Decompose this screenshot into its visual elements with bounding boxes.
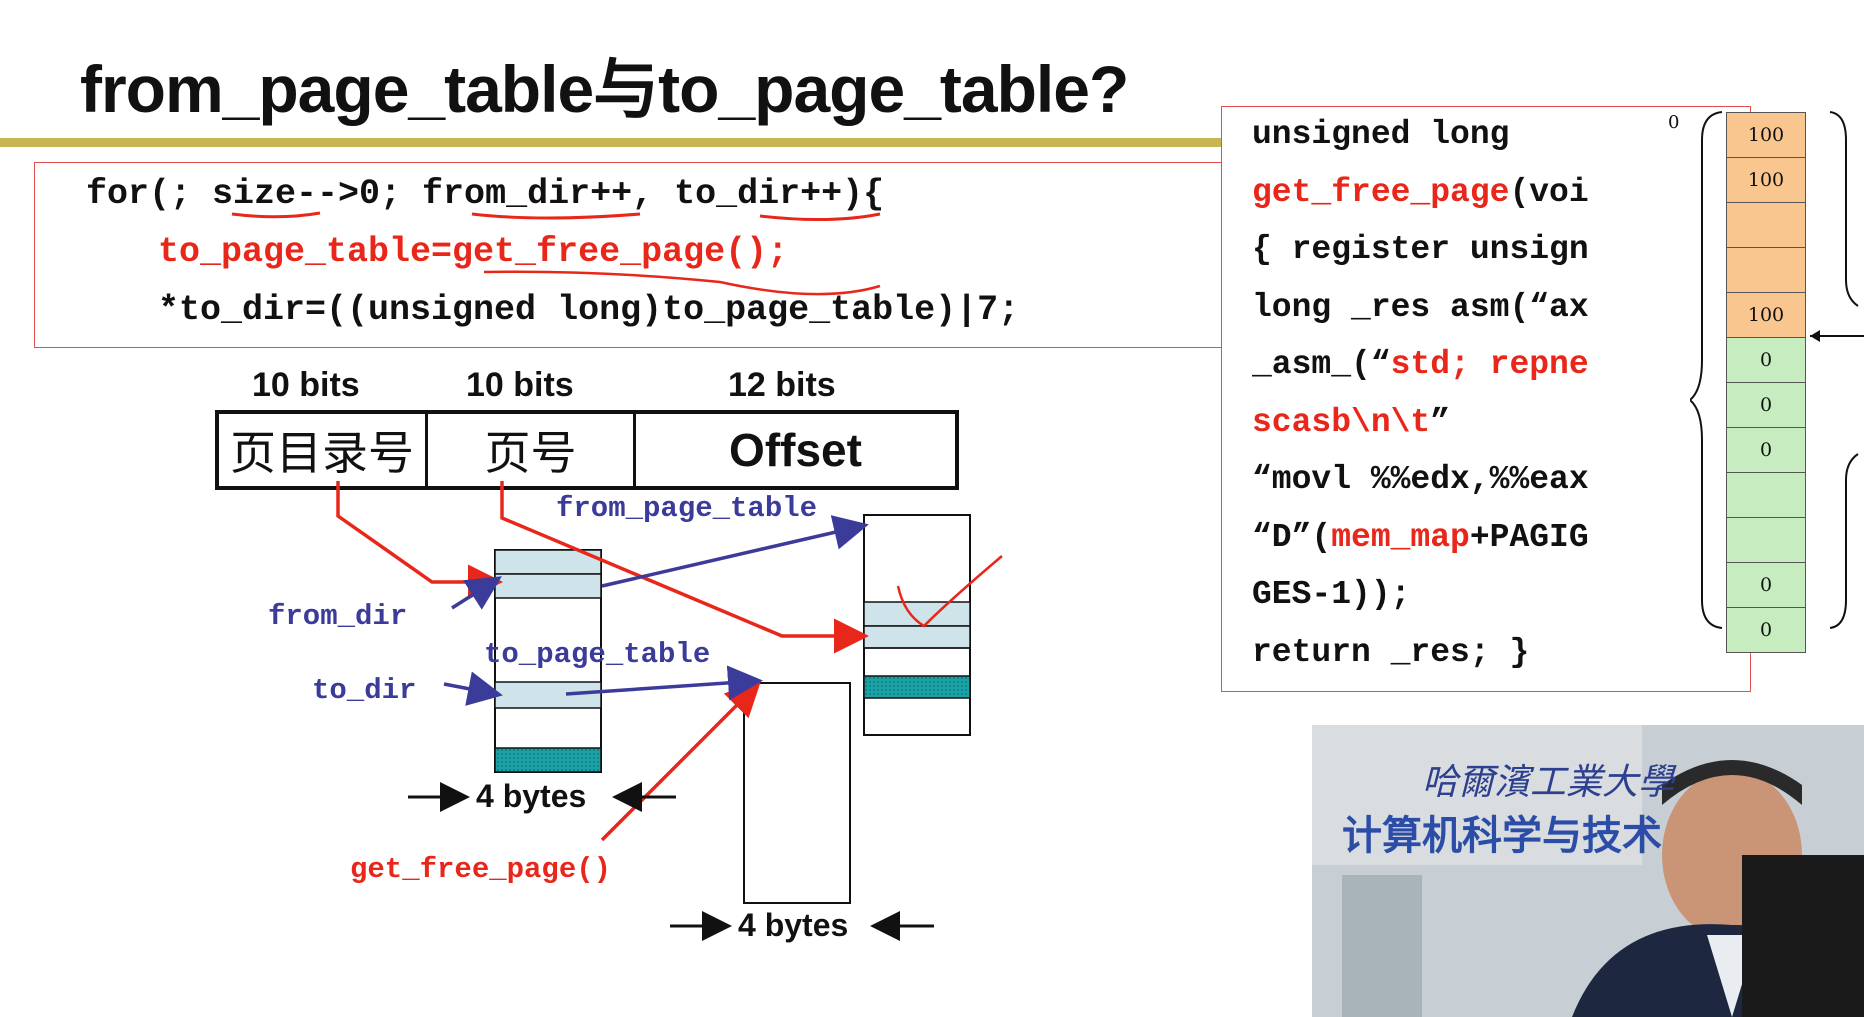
underline-from-dir	[471, 212, 641, 220]
gfp-code-token: mem_map	[1331, 518, 1470, 556]
gfp-code-line: _asm_(“std; repne	[1252, 346, 1664, 383]
gfp-code-line: scasb\n\t”	[1252, 404, 1664, 441]
mem-map-cell	[1726, 518, 1806, 563]
underline-size	[231, 211, 321, 219]
gfp-code-line: { register unsign	[1252, 231, 1664, 268]
gfp-code-token: std; repne	[1390, 346, 1589, 383]
field-page-number: 页号	[428, 414, 636, 486]
mem-map-cell: 0	[1726, 383, 1806, 428]
get-free-page-arrow	[600, 681, 761, 842]
gfp-code-line: return _res; }	[1252, 634, 1664, 671]
label-from-dir: from_dir	[268, 600, 408, 633]
video-banner-dept: 计算机科学与技术	[1342, 814, 1662, 858]
gfp-code-token: “movl %%edx,%%eax	[1252, 461, 1589, 498]
video-banner-university: 哈爾濱工業大學	[1422, 762, 1675, 803]
gfp-code-token: ”	[1430, 403, 1451, 441]
gfp-code-line: long _res asm(“ax	[1252, 289, 1664, 326]
gfp-code-token: GES-1));	[1252, 576, 1411, 613]
field-page-dir-number: 页目录号	[219, 414, 428, 486]
code-line-to-dir: *to_dir=((unsigned long)to_page_table)|7…	[158, 290, 1020, 330]
field-offset: Offset	[729, 424, 862, 476]
mem-map-cell: 0	[1726, 338, 1806, 383]
bits-label-offset: 12 bits	[728, 366, 836, 404]
code-line-get-free-page: to_page_table=get_free_page();	[158, 232, 789, 272]
dir-index-arrow	[336, 481, 503, 600]
label-to-page-table: to_page_table	[484, 638, 711, 671]
from-page-table	[863, 514, 971, 736]
title-divider	[0, 138, 1230, 147]
mem-map-decor	[1690, 111, 1864, 629]
label-to-dir: to_dir	[312, 674, 417, 707]
gfp-code-token: get_free_page	[1252, 173, 1510, 211]
gfp-code-line: “D”(mem_map+PAGIG	[1252, 519, 1664, 556]
linear-address-format: 页目录号 页号 Offset	[215, 410, 959, 490]
code-line-for: for(; size-->0; from_dir++, to_dir++){	[86, 174, 885, 214]
label-4-bytes-right: 4 bytes	[738, 907, 849, 943]
gfp-code-token: unsigned long	[1252, 116, 1510, 153]
gfp-code-token: _asm_(“	[1252, 346, 1391, 383]
mem-map-cell: 0	[1726, 608, 1806, 653]
loop-code-box	[34, 162, 1231, 348]
label-get-free-page: get_free_page()	[350, 853, 612, 886]
mem-map-cell: 0	[1726, 563, 1806, 608]
gfp-code-line: get_free_page(voi	[1252, 174, 1664, 211]
slide-title: from_page_table与to_page_table?	[80, 52, 1129, 126]
from-dir-arrow	[451, 576, 502, 610]
to-page-table	[743, 682, 851, 904]
mem-map-cell	[1726, 248, 1806, 293]
gfp-code-token: “D”(	[1252, 518, 1332, 556]
label-4-bytes-left: 4 bytes	[476, 778, 587, 814]
video-scene	[1312, 725, 1864, 1017]
mem-map-cell: 100	[1726, 293, 1806, 338]
underline-get-free-page	[483, 270, 881, 296]
label-from-page-table: from_page_table	[556, 492, 818, 525]
bits-label-dir: 10 bits	[252, 366, 360, 404]
gfp-code-line: GES-1));	[1252, 576, 1664, 613]
gfp-code-token: scasb\n\t	[1252, 403, 1431, 441]
bits-label-page: 10 bits	[466, 366, 574, 404]
mem-map-cell: 100	[1726, 113, 1806, 158]
gfp-code-line: unsigned long	[1252, 116, 1664, 153]
handwritten-check	[896, 555, 1003, 628]
mem-map-start-label: 0	[1668, 112, 1680, 133]
gfp-code-token: { register unsign	[1252, 231, 1589, 268]
to-page-table-arrow	[565, 665, 763, 701]
mem-map-cell: 100	[1726, 158, 1806, 203]
from-page-table-arrow	[601, 515, 869, 588]
gfp-code-token: +PAGIG	[1469, 518, 1589, 556]
gfp-code-token: (voi	[1509, 173, 1589, 211]
gfp-code-token: long _res asm(“ax	[1252, 288, 1589, 326]
gfp-code-line: “movl %%edx,%%eax	[1252, 461, 1664, 498]
mem-map-cell	[1726, 203, 1806, 248]
mem-map-cell	[1726, 473, 1806, 518]
lecturer-video: 哈爾濱工業大學 计算机科学与技术	[1312, 725, 1864, 1017]
get-free-page-code-box	[1221, 106, 1751, 692]
to-dir-arrow	[443, 671, 503, 706]
gfp-code-token: return _res; }	[1252, 633, 1530, 671]
mem-map-cell: 0	[1726, 428, 1806, 473]
underline-to-dir	[759, 212, 881, 222]
